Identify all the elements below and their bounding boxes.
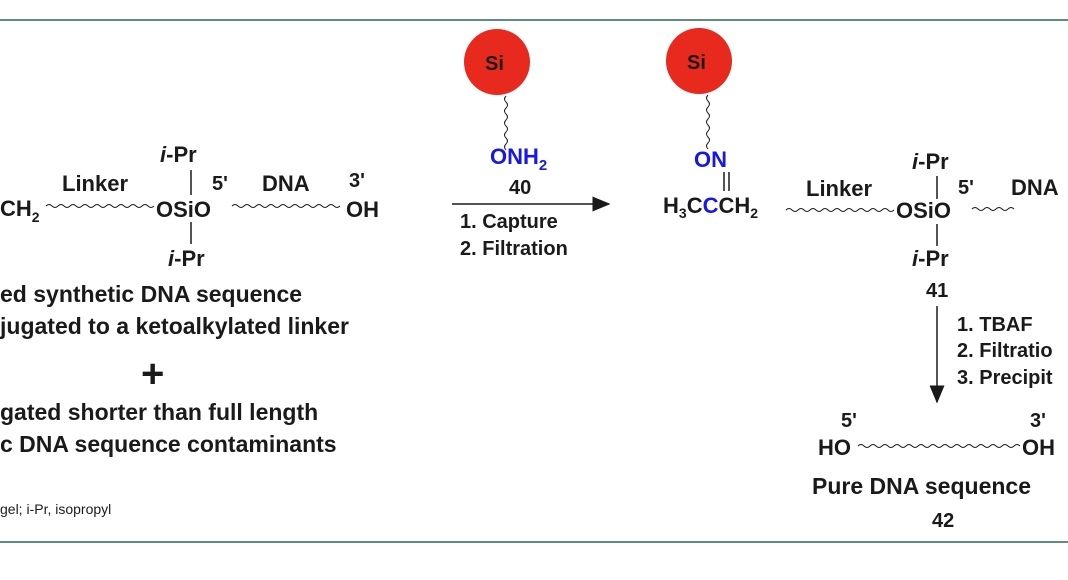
final-dna-wavy-bond: [857, 444, 1021, 448]
left-desc-line3: gated shorter than full length: [0, 399, 318, 425]
product-dna-label: DNA: [1011, 175, 1059, 200]
product-ipr-top: i-Pr: [912, 149, 949, 174]
left-osio: OSiO: [156, 197, 211, 222]
silica-bead-reagent: [464, 29, 530, 95]
product-osio: OSiO: [896, 198, 951, 223]
product-dna-wavy-bond: [971, 207, 1015, 211]
left-five-prime: 5': [212, 173, 228, 195]
left-desc-line4: c DNA sequence contaminants: [0, 431, 337, 457]
left-ipr-bottom: i-Pr: [168, 246, 205, 271]
left-linker-label: Linker: [62, 171, 128, 196]
deprotection-step2: 2. Filtratio: [957, 340, 1053, 362]
reagent-compound-number: 40: [509, 177, 531, 199]
left-desc-line2: jugated to a ketoalkylated linker: [0, 313, 349, 339]
product-compound-number: 41: [926, 280, 948, 302]
footnote: gel; i-Pr, isopropyl: [0, 501, 111, 517]
product-ipr-bottom: i-Pr: [912, 246, 949, 271]
final-ho: HO: [818, 435, 851, 460]
final-five-prime: 5': [841, 410, 857, 432]
product-oxime-on: ON: [694, 147, 727, 172]
product-bead-label: Si: [687, 52, 706, 74]
reagent-tether-wavy: [504, 95, 508, 151]
product-five-prime: 5': [958, 177, 974, 199]
final-three-prime: 3': [1030, 410, 1046, 432]
plus-sign: +: [141, 352, 164, 396]
reagent-onh2: ONH2: [490, 144, 547, 174]
product-tether-wavy: [706, 94, 710, 150]
left-ipr-top: i-Pr: [160, 142, 197, 167]
left-ch2-label: CH2: [0, 196, 40, 225]
left-three-prime: 3': [349, 170, 365, 192]
product-linker-label: Linker: [806, 176, 872, 201]
left-oh: OH: [346, 197, 379, 222]
left-dna-wavy-bond: [231, 204, 341, 208]
final-oh: OH: [1022, 435, 1055, 460]
final-label: Pure DNA sequence: [812, 473, 1031, 499]
top-frame-line: [0, 19, 1068, 21]
product-ketoalkyl-chain: H3CCCH2: [663, 193, 758, 221]
left-linker-wavy-bond: [45, 204, 155, 208]
reagent-step2: 2. Filtration: [460, 238, 568, 260]
left-dna-label: DNA: [262, 171, 310, 196]
final-compound-number: 42: [932, 510, 954, 532]
reagent-step1: 1. Capture: [460, 211, 558, 233]
reagent-bead-label: Si: [485, 53, 504, 75]
silica-bead-product: [666, 28, 732, 94]
deprotection-step3: 3. Precipit: [957, 367, 1053, 389]
left-desc-line1: ed synthetic DNA sequence: [0, 281, 302, 307]
bottom-frame-line: [0, 541, 1068, 543]
deprotection-step1: 1. TBAF: [957, 314, 1033, 336]
product-linker-wavy-bond: [785, 208, 895, 212]
